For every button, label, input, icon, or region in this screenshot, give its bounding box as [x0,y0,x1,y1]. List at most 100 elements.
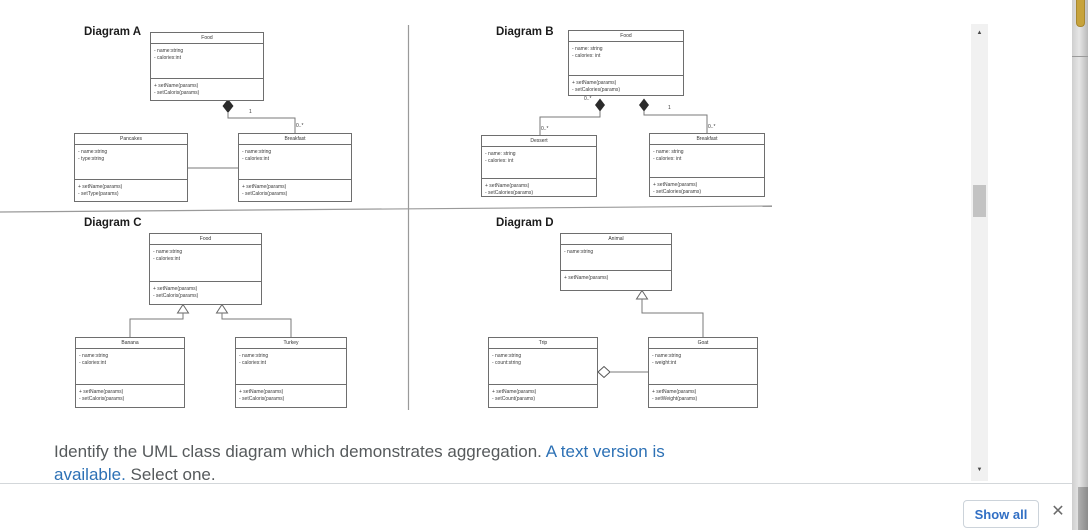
method-line: - setCaloris(params) [154,89,200,96]
class-title: Breakfast [239,134,351,145]
method-line: - setCalories(params) [653,188,702,195]
class-title: Dessert [482,136,596,147]
attribute-line: - name:string [564,249,594,255]
scroll-down-button[interactable]: ▼ [971,463,988,477]
method-line: - setCaloris(params) [239,395,285,402]
uml-class-a-food: Food - name:string - calories:int + setN… [150,32,264,101]
uml-class-a-pancakes: Pancakes - name:string - type:string + s… [74,133,188,202]
scroll-down-icon: ▼ [976,467,983,473]
class-title: Trip [489,338,597,349]
show-all-button[interactable]: Show all [963,500,1039,528]
multiplicity-label: 1 [249,109,252,115]
connector-c-food-banana [129,313,184,337]
class-attributes: - name: string - calories: int [482,147,596,179]
class-methods: + setName(params) - setCaloris(params) [76,385,184,402]
method-line: - setCaloris(params) [153,292,199,299]
class-methods: + setName(params) [561,271,671,282]
uml-class-c-turkey: Turkey - name:string - calories:int + se… [235,337,347,408]
question-text-part: Select one. [125,465,216,484]
class-attributes: - name:string [561,245,671,271]
quadrant-divider-horizontal [0,205,773,213]
attribute-line: - name:string [242,149,272,155]
connector-b-food-breakfast [643,111,708,133]
multiplicity-label: 0..* [296,123,304,129]
class-attributes: - name:string - calories:int [76,349,184,385]
method-line: - setCalories(params) [572,86,621,93]
uml-class-b-breakfast: Breakfast - name: string - calories: int… [649,133,765,197]
class-title: Pancakes [75,134,187,145]
method-line: + setName(params) [239,389,284,395]
class-attributes: - name: string - calories: int [569,42,683,76]
connector-b-food-dessert [539,111,601,135]
method-line: + setName(params) [154,83,199,89]
class-methods: + setName(params) - setCalories(params) [569,76,683,93]
class-title: Animal [561,234,671,245]
diagram-b-label: Diagram B [496,26,554,38]
class-methods: + setName(params) - setWeight(params) [649,385,757,402]
uml-class-a-breakfast: Breakfast - name:string - calories:int +… [238,133,352,202]
attribute-line: - name:string [153,249,183,255]
attribute-line: - calories:int [79,359,106,366]
uml-class-c-food: Food - name:string - calories:int + setN… [149,233,262,305]
window-scrollbar-track[interactable] [1072,0,1088,530]
class-title: Food [150,234,261,245]
uml-class-d-trip: Trip - name:string - count:string + setN… [488,337,598,408]
close-icon[interactable]: ✕ [1051,503,1065,520]
diagram-d-label: Diagram D [496,217,554,229]
question-line-2: available. Select one. [54,463,834,486]
method-line: + setName(params) [485,183,530,189]
method-line: + setName(params) [492,389,537,395]
attribute-line: - name:string [492,353,522,359]
class-attributes: - name:string - calories:int [236,349,346,385]
multiplicity-label: 1 [668,105,671,111]
class-methods: + setName(params) - setCaloris(params) [239,180,351,197]
class-attributes: - name:string - calories:int [150,245,261,282]
class-methods: + setName(params) - setCalories(params) [650,178,764,195]
attribute-line: - name:string [78,149,108,155]
method-line: + setName(params) [572,80,617,86]
attribute-line: - name:string [652,353,682,359]
attribute-line: - name:string [239,353,269,359]
class-title: Food [569,31,683,42]
class-attributes: - name: string - calories: int [650,145,764,178]
content-scrollbar[interactable]: ▲ ▼ [971,24,988,481]
multiplicity-label: 0..* [584,96,592,102]
class-title: Food [151,33,263,44]
attribute-line: - name: string [653,149,684,155]
method-line: - setWeight(params) [652,395,698,402]
uml-diagram-canvas [0,25,773,410]
class-title: Turkey [236,338,346,349]
uml-class-b-dessert: Dessert - name: string - calories: int +… [481,135,597,197]
text-version-link[interactable]: available. [54,465,126,484]
method-line: - setCount(params) [492,395,536,402]
scrollbar-divider [1072,56,1088,57]
method-line: + setName(params) [653,182,698,188]
attribute-line: - calories: int [485,157,514,164]
class-attributes: - name:string - weight:int [649,349,757,385]
class-methods: + setName(params) - setCount(params) [489,385,597,402]
composition-diamond-icon-b-right [639,98,649,112]
scroll-up-icon: ▲ [976,30,983,36]
attribute-line: - type:string [78,155,105,162]
text-version-link[interactable]: A text version is [545,442,665,461]
class-attributes: - name:string - calories:int [151,44,263,79]
scroll-up-button[interactable]: ▲ [971,26,988,40]
method-line: - setCalories(params) [485,189,534,196]
content-scrollbar-thumb[interactable] [973,185,986,217]
method-line: - setCaloris(params) [79,395,125,402]
attribute-line: - calories:int [154,54,181,61]
class-title: Goat [649,338,757,349]
window-scrollbar-thumb[interactable] [1076,0,1085,27]
composition-diamond-icon-b-left [595,98,605,112]
class-methods: + setName(params) - setType(params) [75,180,187,197]
class-methods: + setName(params) - setCalories(params) [482,179,596,196]
generalization-triangle-icon-c-left [176,303,190,314]
method-line: + setName(params) [652,389,697,395]
uml-class-b-food: Food - name: string - calories: int + se… [568,30,684,96]
content-bottom-divider [0,483,1072,484]
class-title: Banana [76,338,184,349]
question-text: Identify the UML class diagram which dem… [54,440,834,486]
generalization-triangle-icon-c-right [215,303,229,314]
connector-c-food-turkey [221,313,292,337]
